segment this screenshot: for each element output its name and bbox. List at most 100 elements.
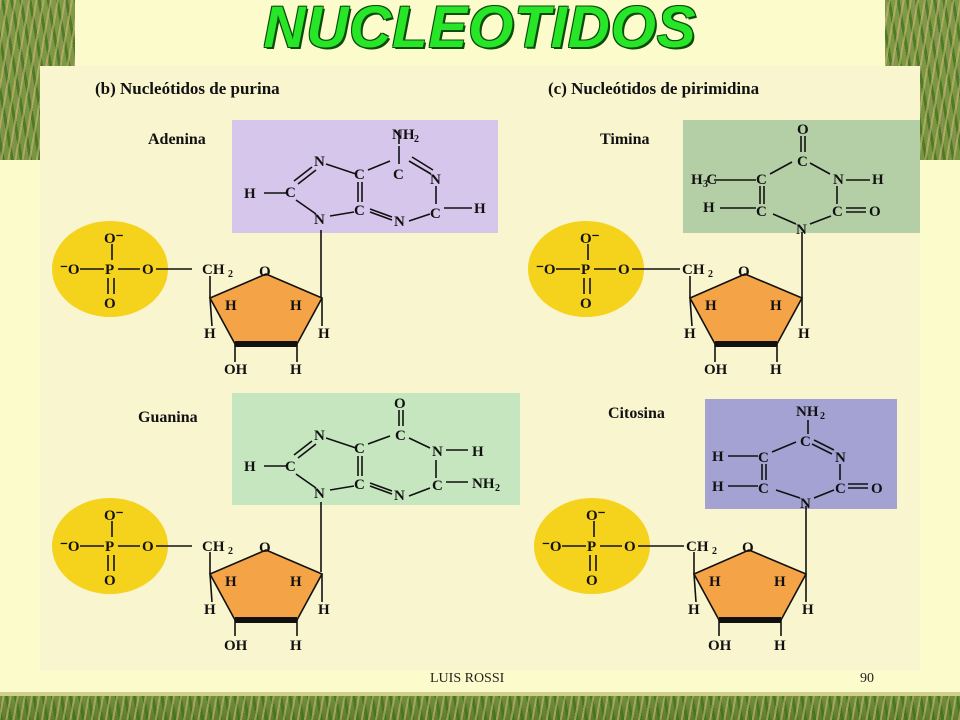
atom-nh2: NH [472, 476, 495, 492]
atom-o-minus: ⁻O [60, 262, 80, 278]
purine-heading: (b) Nucleótidos de purina [95, 79, 280, 98]
atom-n: N [835, 450, 846, 466]
atom-c: C [832, 204, 843, 220]
subscript: 2 [708, 269, 713, 280]
cytosine-label: Citosina [608, 405, 665, 422]
atom-h: H [770, 298, 782, 314]
atom-o: O [618, 262, 630, 278]
atom-oh: OH [224, 638, 248, 654]
atom-ch2: CH [202, 539, 225, 555]
atom-o: O [869, 204, 881, 220]
atom-o: O [259, 540, 271, 556]
atom-n: N [796, 222, 807, 238]
atom-h: H [872, 172, 884, 188]
atom-h: H [244, 459, 256, 475]
atom-o: O [104, 573, 116, 589]
adenine-base-box [232, 120, 498, 233]
atom-c: C [393, 167, 404, 183]
atom-h: H [244, 186, 256, 202]
atom-oh: OH [224, 362, 248, 378]
atom-ch2: CH [682, 262, 705, 278]
atom-h: H [703, 200, 715, 216]
guanine-base-box [232, 393, 520, 505]
thymine-label: Timina [600, 131, 650, 148]
atom-h: H [684, 326, 696, 342]
atom-h: H [204, 326, 216, 342]
atom-p: P [105, 262, 114, 278]
atom-h: H [774, 638, 786, 654]
atom-h: H [204, 602, 216, 618]
atom-c: C [285, 459, 296, 475]
atom-h: H [225, 574, 237, 590]
guanine-phosphate-circle [52, 498, 168, 594]
atom-o-minus: ⁻O [542, 539, 562, 555]
atom-nh2: NH [392, 127, 415, 143]
atom-o: O [624, 539, 636, 555]
atom-h: H [318, 326, 330, 342]
atom-c: C [395, 428, 406, 444]
footer-author: LUIS ROSSI [430, 671, 505, 686]
atom-ch2: CH [686, 539, 709, 555]
adenine-nucleotide: Adenina [52, 120, 498, 378]
atom-o: O [871, 481, 883, 497]
subscript: 3 [703, 179, 708, 190]
atom-n: N [833, 172, 844, 188]
guanine-label: Guanina [138, 409, 198, 426]
atom-n: N [800, 496, 811, 512]
nucleotide-diagram: (b) Nucleótidos de purina (c) Nucleótido… [52, 79, 924, 654]
atom-c: C [756, 204, 767, 220]
atom-c: C [285, 185, 296, 201]
atom-p: P [587, 539, 596, 555]
pyrimidine-heading: (c) Nucleótidos de pirimidina [548, 79, 760, 98]
adenine-label: Adenina [148, 131, 206, 148]
atom-h: H [798, 326, 810, 342]
cytosine-nucleotide: Citosina N H 2 C N [534, 399, 897, 654]
atom-c: C [430, 206, 441, 222]
atom-ch2: CH [202, 262, 225, 278]
atom-p: P [581, 262, 590, 278]
footer-page-number: 90 [860, 671, 874, 686]
atom-h: H [472, 444, 484, 460]
subscript: 2 [820, 411, 825, 422]
atom-o: O [580, 296, 592, 312]
atom-h: H [770, 362, 782, 378]
slide-title: NUCLEOTIDOS [263, 0, 697, 60]
atom-o: O [742, 540, 754, 556]
atom-o-minus: O⁻ [104, 508, 124, 524]
footer-bar [0, 670, 960, 696]
atom-n: N [394, 488, 405, 504]
cytosine-phosphate-circle [534, 498, 650, 594]
atom-c: C [432, 478, 443, 494]
thymine-nucleotide: Timina O C N H [528, 120, 924, 378]
atom-c: C [354, 477, 365, 493]
thymine-phosphate-circle [528, 221, 644, 317]
atom-n: N [314, 428, 325, 444]
atom-c: C [354, 203, 365, 219]
atom-o: O [394, 396, 406, 412]
atom-h: H [712, 449, 724, 465]
atom-h: H [318, 602, 330, 618]
atom-h: H [774, 574, 786, 590]
atom-h: H [709, 574, 721, 590]
atom-c: C [354, 441, 365, 457]
atom-n: N [432, 444, 443, 460]
atom-o: O [586, 573, 598, 589]
atom-n: N [394, 214, 405, 230]
adenine-phosphate-circle [52, 221, 168, 317]
atom-o: O [104, 296, 116, 312]
atom-c: C [758, 450, 769, 466]
atom-h: H [290, 574, 302, 590]
atom-o: O [259, 264, 271, 280]
atom-n: N [430, 172, 441, 188]
atom-h: H [225, 298, 237, 314]
atom-p: P [105, 539, 114, 555]
atom-c: C [835, 481, 846, 497]
subscript: 2 [712, 546, 717, 557]
atom-n: N [314, 154, 325, 170]
atom-h: H [290, 298, 302, 314]
atom-o-minus: O⁻ [580, 231, 600, 247]
atom-h: H [290, 362, 302, 378]
atom-c: C [758, 481, 769, 497]
atom-o: O [142, 262, 154, 278]
atom-h3c: H C [691, 172, 717, 188]
